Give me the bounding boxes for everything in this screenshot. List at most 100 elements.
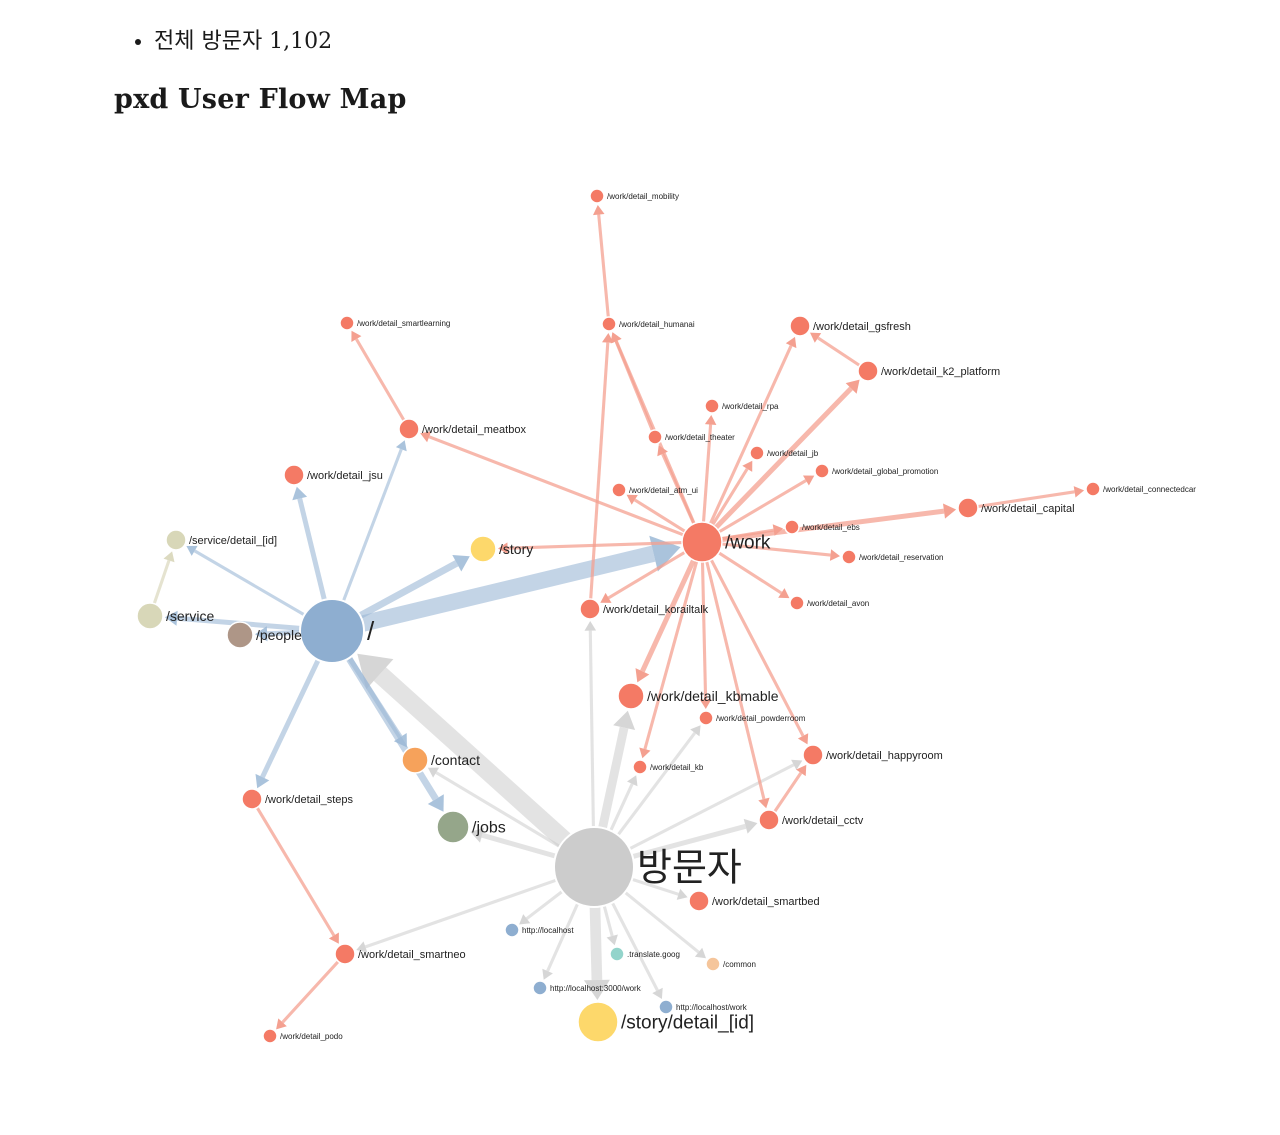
node-circle[interactable] bbox=[136, 602, 164, 630]
flow-link-arrowhead bbox=[676, 888, 688, 900]
flow-node-work[interactable]: /work bbox=[681, 521, 771, 563]
flow-node-powderroom[interactable]: /work/detail_powderroom bbox=[698, 710, 806, 726]
node-circle[interactable] bbox=[339, 315, 355, 331]
flow-link-arrowhead bbox=[1073, 486, 1085, 498]
node-circle[interactable] bbox=[577, 1001, 619, 1043]
node-circle[interactable] bbox=[617, 682, 645, 710]
node-circle[interactable] bbox=[705, 956, 721, 972]
node-circle[interactable] bbox=[789, 595, 805, 611]
flow-node-visitor[interactable]: 방문자 bbox=[553, 826, 742, 908]
flow-node-people[interactable]: /people bbox=[226, 621, 302, 649]
node-label: /work/detail_global_promotion bbox=[832, 467, 938, 476]
flow-link-root-to-meatbox bbox=[341, 440, 407, 602]
node-circle[interactable] bbox=[401, 746, 429, 774]
node-circle[interactable] bbox=[611, 482, 627, 498]
node-circle[interactable] bbox=[758, 809, 780, 831]
flow-link-line bbox=[631, 823, 747, 860]
flow-node-common[interactable]: /common bbox=[705, 956, 756, 972]
node-circle[interactable] bbox=[601, 316, 617, 332]
flow-node-rpa[interactable]: /work/detail_rpa bbox=[704, 398, 779, 414]
node-circle[interactable] bbox=[262, 1028, 278, 1044]
flow-link-line bbox=[640, 559, 696, 673]
flow-node-smartlearning[interactable]: /work/detail_smartlearning bbox=[339, 315, 450, 331]
node-circle[interactable] bbox=[841, 549, 857, 565]
node-circle[interactable] bbox=[814, 463, 830, 479]
flow-node-gsfresh[interactable]: /work/detail_gsfresh bbox=[789, 315, 911, 337]
flow-node-kbmable[interactable]: /work/detail_kbmable bbox=[617, 682, 779, 710]
flow-node-global-promotion[interactable]: /work/detail_global_promotion bbox=[814, 463, 938, 479]
node-circle[interactable] bbox=[647, 429, 663, 445]
node-circle[interactable] bbox=[658, 999, 674, 1015]
flow-node-podo[interactable]: /work/detail_podo bbox=[262, 1028, 343, 1044]
flow-node-meatbox[interactable]: /work/detail_meatbox bbox=[398, 418, 526, 440]
node-circle[interactable] bbox=[299, 598, 365, 664]
flow-node-avon[interactable]: /work/detail_avon bbox=[789, 595, 869, 611]
flow-node-contact[interactable]: /contact bbox=[401, 746, 480, 774]
flow-link-line bbox=[255, 806, 336, 937]
node-circle[interactable] bbox=[283, 464, 305, 486]
node-circle[interactable] bbox=[698, 710, 714, 726]
node-circle[interactable] bbox=[857, 360, 879, 382]
flow-node-kb[interactable]: /work/detail_kb bbox=[632, 759, 704, 775]
node-label: / bbox=[367, 616, 375, 646]
node-circle[interactable] bbox=[504, 922, 520, 938]
node-circle[interactable] bbox=[398, 418, 420, 440]
flow-link-arrowhead bbox=[328, 932, 339, 944]
flow-node-service-detail[interactable]: /service/detail_[id] bbox=[165, 529, 277, 551]
node-circle[interactable] bbox=[1085, 481, 1101, 497]
flow-node-happyroom[interactable]: /work/detail_happyroom bbox=[802, 744, 943, 766]
node-circle[interactable] bbox=[436, 810, 470, 844]
flow-node-atm-ui[interactable]: /work/detail_atm_ui bbox=[611, 482, 698, 498]
node-circle[interactable] bbox=[789, 315, 811, 337]
node-circle[interactable] bbox=[553, 826, 635, 908]
flow-node-connectedcar[interactable]: /work/detail_connectedcar bbox=[1085, 481, 1196, 497]
flow-node-jsu[interactable]: /work/detail_jsu bbox=[283, 464, 383, 486]
node-circle[interactable] bbox=[579, 598, 601, 620]
node-circle[interactable] bbox=[784, 519, 800, 535]
node-circle[interactable] bbox=[241, 788, 263, 810]
node-circle[interactable] bbox=[681, 521, 723, 563]
node-circle[interactable] bbox=[802, 744, 824, 766]
flow-node-mobility[interactable]: /work/detail_mobility bbox=[589, 188, 679, 204]
flow-node-steps[interactable]: /work/detail_steps bbox=[241, 788, 354, 810]
flow-node-localhost[interactable]: http://localhost bbox=[504, 922, 574, 938]
node-label: /work/detail_smartlearning bbox=[357, 319, 450, 328]
flow-node-korailtalk[interactable]: /work/detail_korailtalk bbox=[579, 598, 709, 620]
flow-node-story-detail[interactable]: /story/detail_[id] bbox=[577, 1001, 754, 1043]
node-circle[interactable] bbox=[704, 398, 720, 414]
node-label: /work/detail_happyroom bbox=[826, 750, 943, 762]
flow-link-visitor-to-powderroom bbox=[616, 725, 701, 836]
node-circle[interactable] bbox=[334, 943, 356, 965]
node-circle[interactable] bbox=[688, 890, 710, 912]
node-circle[interactable] bbox=[957, 497, 979, 519]
flow-node-ebs[interactable]: /work/detail_ebs bbox=[784, 519, 860, 535]
node-circle[interactable] bbox=[609, 946, 625, 962]
node-circle[interactable] bbox=[589, 188, 605, 204]
flow-node-story[interactable]: /story bbox=[469, 535, 533, 563]
flow-link-line bbox=[607, 550, 686, 600]
flow-node-translate[interactable]: .translate.goog bbox=[609, 946, 680, 962]
flow-node-smartneo[interactable]: /work/detail_smartneo bbox=[334, 943, 466, 965]
flow-node-smartbed[interactable]: /work/detail_smartbed bbox=[688, 890, 820, 912]
node-circle[interactable] bbox=[226, 621, 254, 649]
flow-node-cctv[interactable]: /work/detail_cctv bbox=[758, 809, 864, 831]
flow-node-jb[interactable]: /work/detail_jb bbox=[749, 445, 819, 461]
flow-node-service[interactable]: /service bbox=[136, 602, 214, 630]
node-circle[interactable] bbox=[749, 445, 765, 461]
flow-node-theater[interactable]: /work/detail_theater bbox=[647, 429, 735, 445]
flow-node-localhost-work[interactable]: http://localhost/work bbox=[658, 999, 748, 1015]
flow-node-humanai[interactable]: /work/detail_humanai bbox=[601, 316, 695, 332]
flow-link-line bbox=[345, 656, 439, 801]
flow-link-arrowhead bbox=[626, 494, 638, 505]
node-circle[interactable] bbox=[632, 759, 648, 775]
flow-node-k2-platform[interactable]: /work/detail_k2_platform bbox=[857, 360, 1000, 382]
flow-node-reservation[interactable]: /work/detail_reservation bbox=[841, 549, 943, 565]
flow-node-jobs[interactable]: /jobs bbox=[436, 810, 506, 844]
flow-node-capital[interactable]: /work/detail_capital bbox=[957, 497, 1075, 519]
flow-node-root[interactable]: / bbox=[299, 598, 375, 664]
flow-link-line bbox=[817, 336, 861, 367]
flow-node-localhost-3000-work[interactable]: http://localhost:3000/work bbox=[532, 980, 642, 996]
node-circle[interactable] bbox=[165, 529, 187, 551]
node-circle[interactable] bbox=[532, 980, 548, 996]
node-circle[interactable] bbox=[469, 535, 497, 563]
